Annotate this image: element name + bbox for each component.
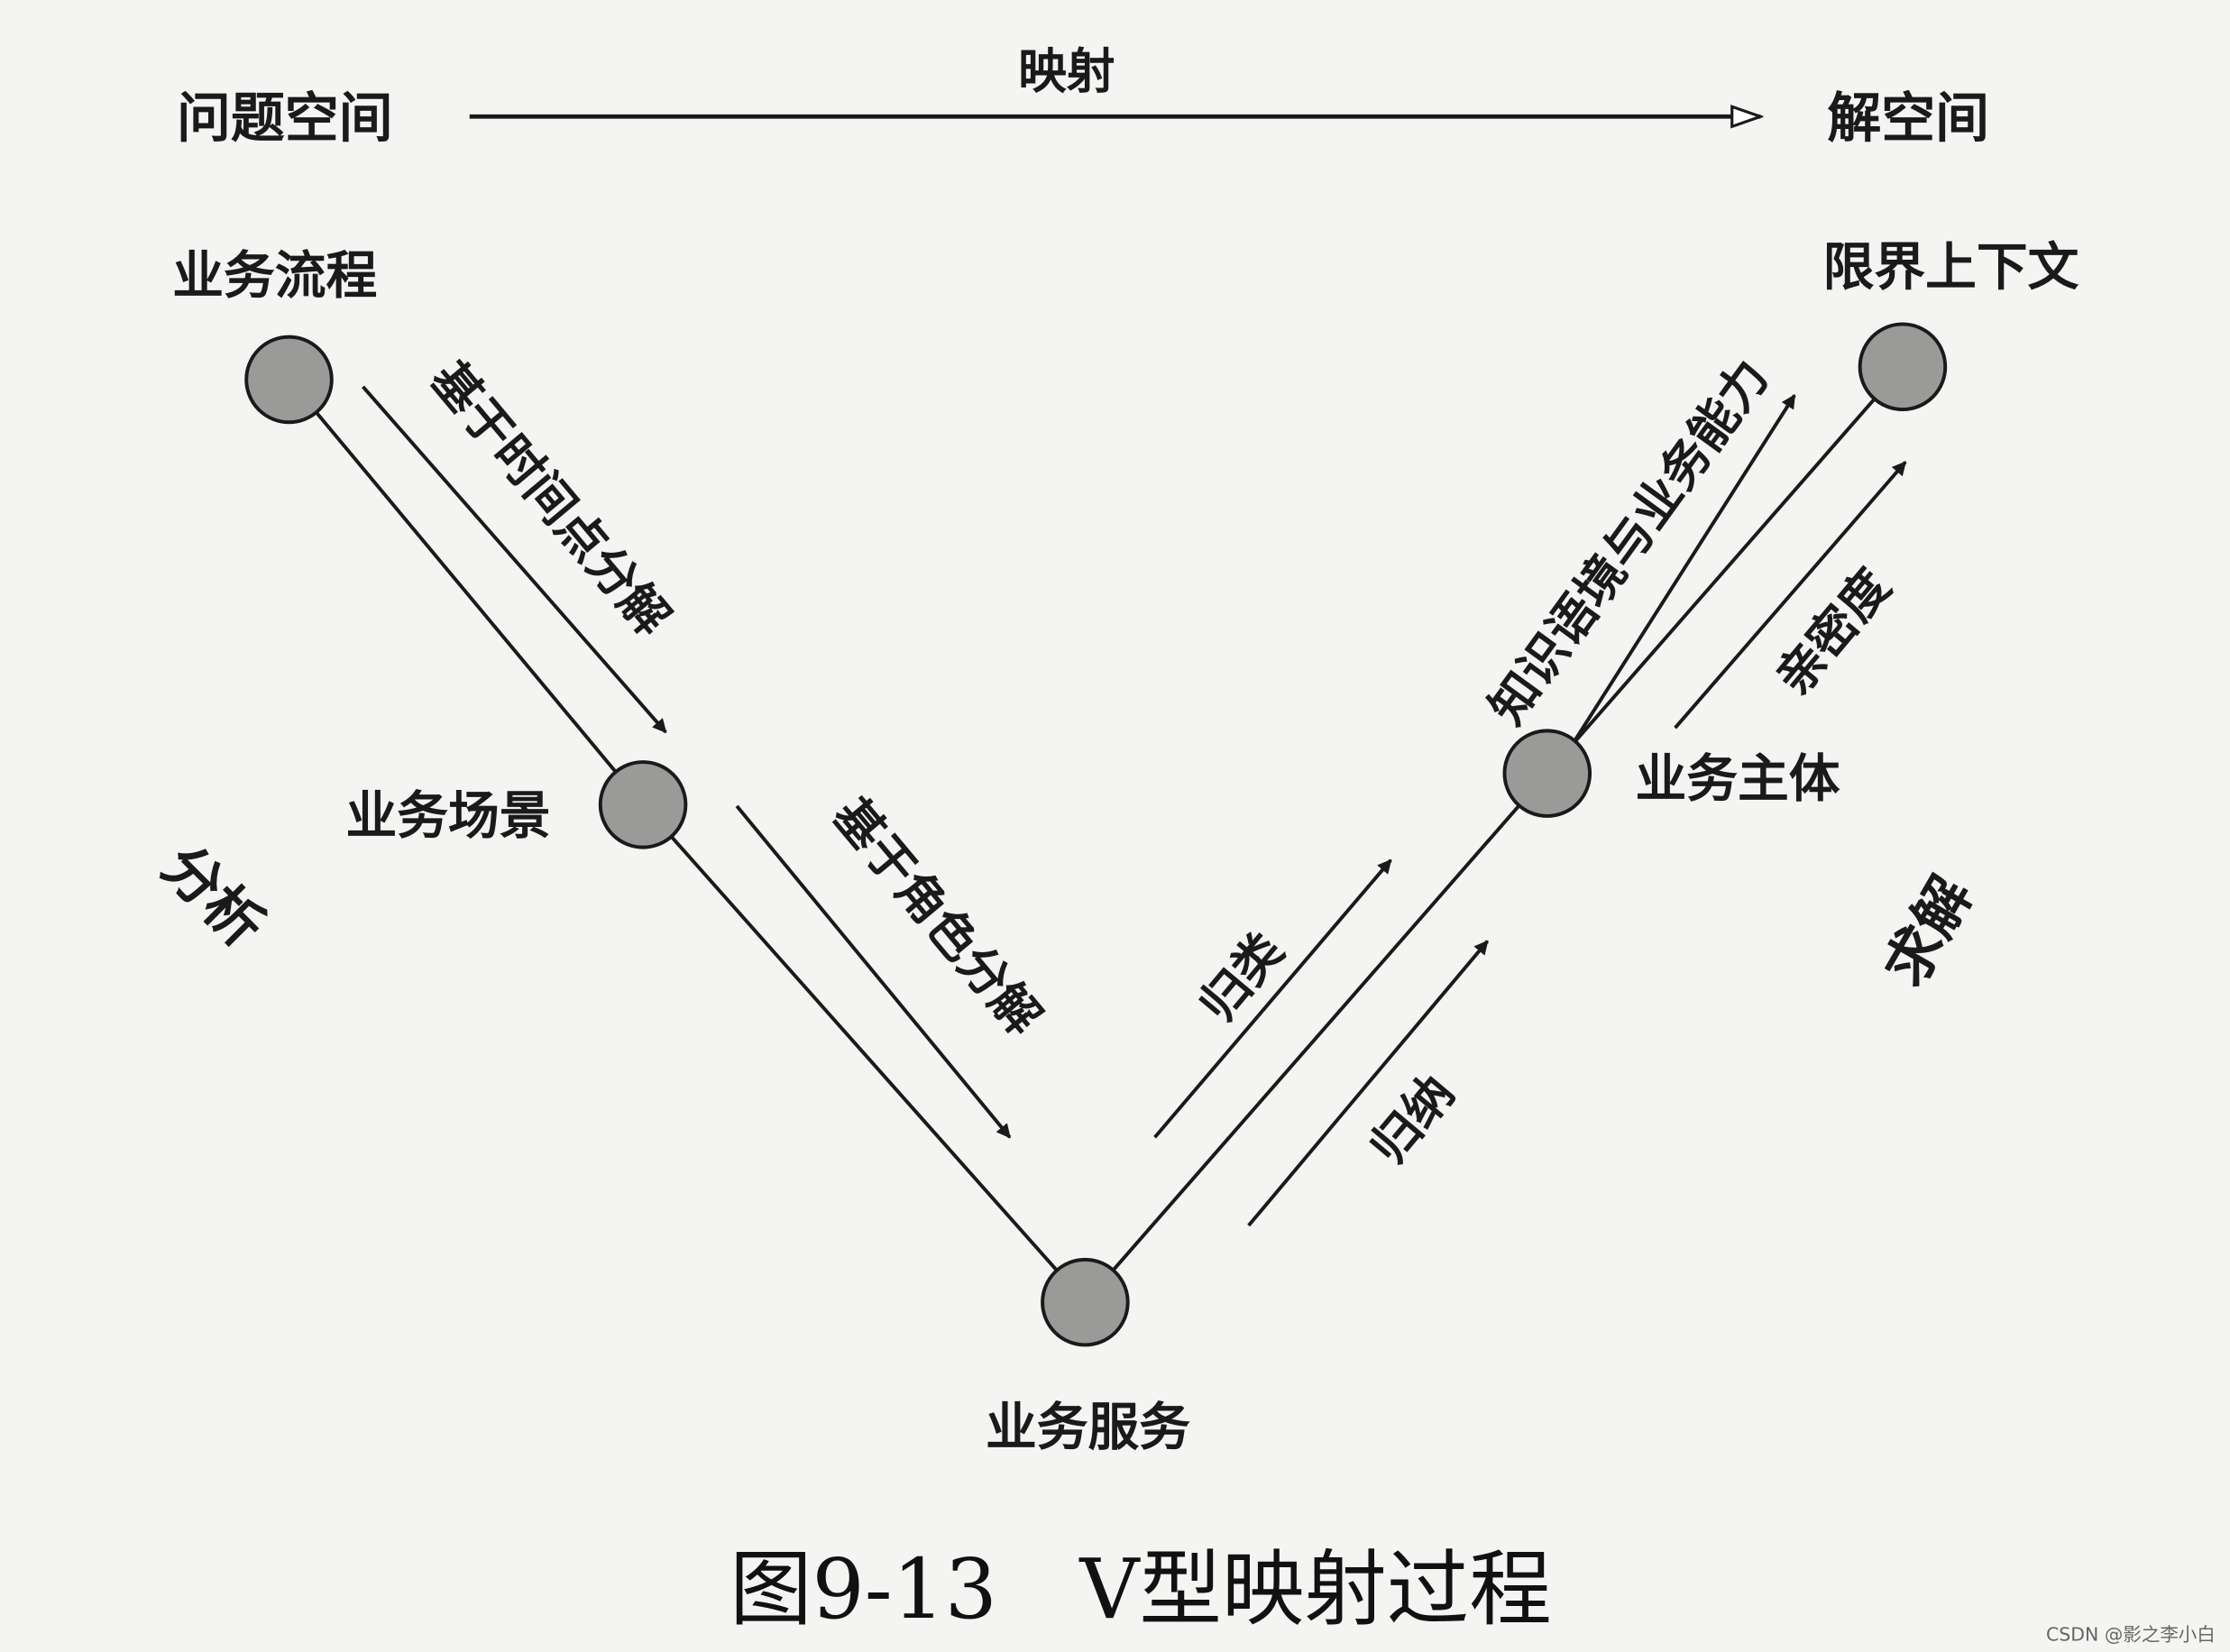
business-process-node	[244, 335, 334, 425]
mapping-label: 映射	[1018, 43, 1115, 100]
classify-arrow	[1153, 858, 1392, 1139]
business-process-label: 业务流程	[172, 246, 377, 306]
context-capability-arrow	[1574, 393, 1796, 740]
bounded-context-label: 限界上下文	[1823, 237, 2079, 297]
business-scenario-label: 业务场景	[346, 786, 551, 846]
figure-caption: 图9-13 V型映射过程	[730, 1541, 1552, 1638]
analysis-label: 分析	[150, 832, 277, 959]
solution-space-label: 解空间	[1827, 87, 1989, 150]
bounded-context-node	[1858, 322, 1948, 412]
time-decomposition-arrow	[362, 385, 667, 734]
role-decomposition-label: 基于角色分解	[822, 787, 1052, 1046]
affinity-label: 亲密度	[1765, 558, 1902, 706]
context-capability-label: 知识语境与业务能力	[1478, 349, 1779, 734]
induce-label: 归纳	[1359, 1064, 1464, 1175]
induce-arrow	[1247, 940, 1490, 1227]
business-scenario-node	[598, 760, 688, 849]
affinity-arrow	[1674, 461, 1907, 730]
solve-label: 求解	[1871, 866, 1986, 997]
business-service-label: 业务服务	[986, 1398, 1190, 1457]
business-entity-label: 业务主体	[1636, 749, 1840, 809]
role-decomposition-arrow	[735, 804, 1012, 1139]
business-service-node	[1041, 1257, 1130, 1347]
classify-label: 归类	[1188, 922, 1294, 1032]
business-entity-node	[1502, 729, 1592, 818]
watermark: CSDN @影之李小白	[2046, 1623, 2216, 1645]
problem-space-label: 问题空间	[177, 87, 393, 150]
